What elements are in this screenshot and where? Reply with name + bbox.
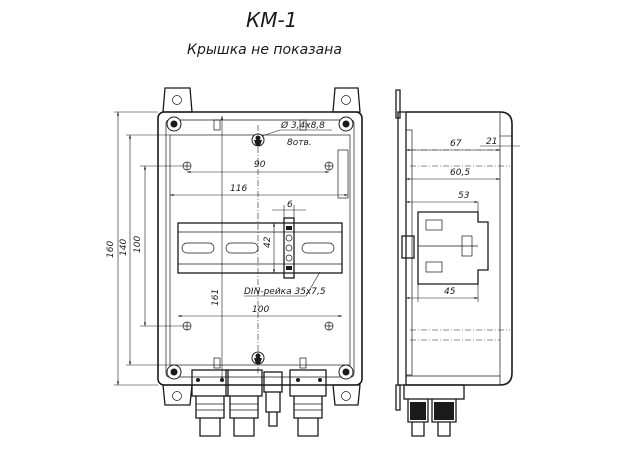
- dim-width-90: 90: [254, 160, 266, 170]
- dim-depth-60-5: 60,5: [450, 168, 470, 178]
- enclosure-outline: [157, 111, 363, 386]
- dim-height-100: 100: [133, 236, 143, 253]
- cable-glands: [191, 369, 327, 437]
- din-rail-label: DIN-рейка 35x7,5: [244, 287, 326, 297]
- dim-depth-67: 67: [450, 139, 462, 149]
- side-view: 67 21 60,5 53 45: [395, 89, 520, 437]
- dim-height-160: 160: [106, 241, 116, 258]
- dim-depth-21: 21: [486, 137, 497, 147]
- dim-width-100: 100: [252, 305, 269, 315]
- mounting-holes: [182, 161, 334, 331]
- drawing-title: КМ-1: [246, 8, 297, 32]
- dim-height-161: 161: [211, 289, 221, 306]
- dim-depth-45: 45: [444, 287, 456, 297]
- corner-screws: [166, 116, 354, 380]
- dim-depth-53: 53: [458, 191, 470, 201]
- terminal-block: [283, 217, 295, 279]
- side-cable-glands: [403, 384, 465, 437]
- drawing-subtitle: Крышка не показана: [187, 42, 342, 58]
- hole-count-label: 8отв.: [287, 138, 312, 148]
- dim-rail-gap-6: 6: [287, 200, 293, 210]
- enclosure-inner-wall: [165, 119, 355, 378]
- front-view: 160 140 100 161 90 116 100 6 42 Ø: [106, 87, 363, 437]
- hole-spec-label: Ø 3,4x8,8: [280, 120, 325, 131]
- top-mounting-ears: [162, 87, 361, 113]
- dim-width-116: 116: [230, 184, 247, 194]
- din-rail: [177, 222, 343, 274]
- dim-height-140: 140: [119, 239, 129, 256]
- dim-rail-height-42: 42: [263, 236, 273, 248]
- din-module-side: [417, 211, 489, 285]
